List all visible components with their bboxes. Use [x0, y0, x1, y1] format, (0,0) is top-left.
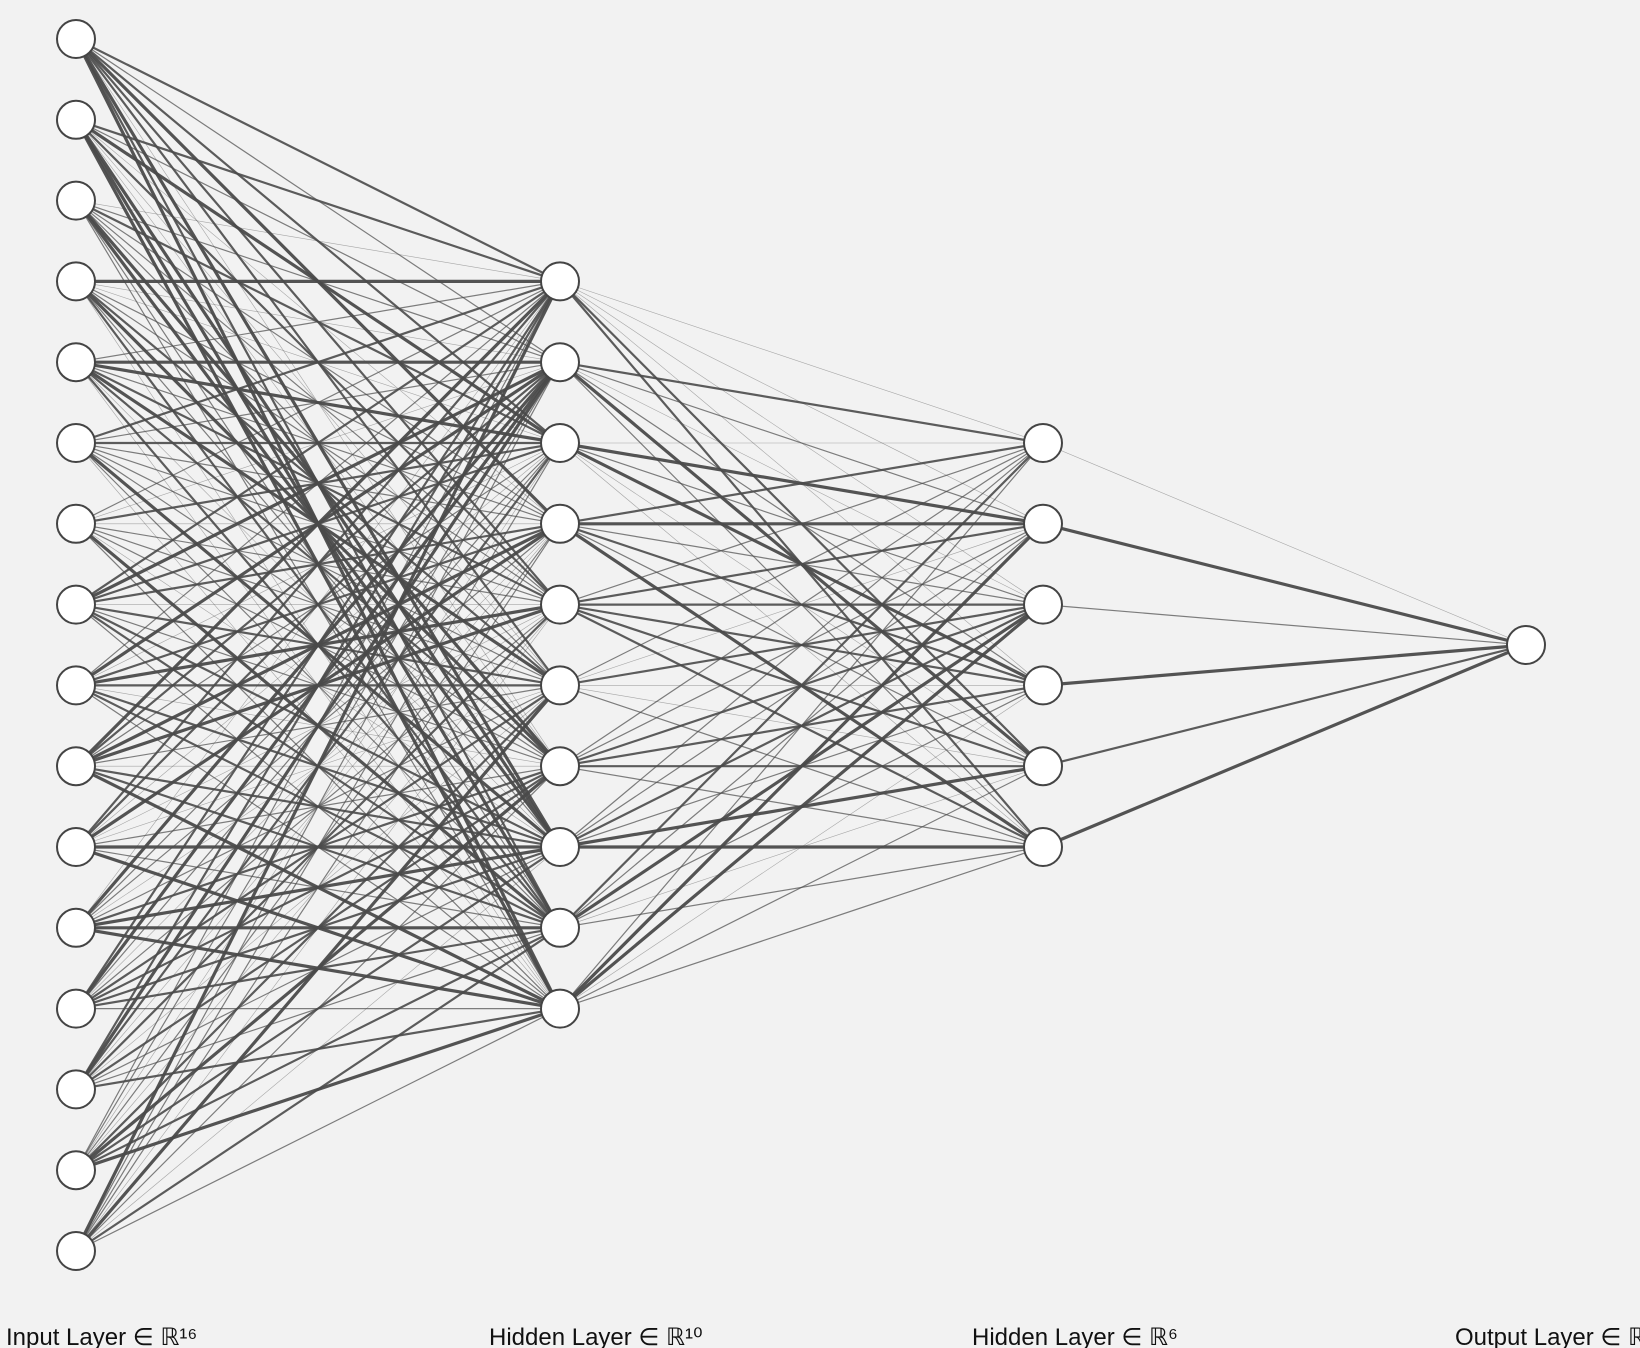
neuron-input-11: [56, 827, 96, 867]
connection-l1-16-3: [75, 442, 561, 1252]
connection-l2-10-1: [559, 442, 1044, 1010]
neuron-output-1: [1506, 625, 1546, 665]
neuron-input-16: [56, 1231, 96, 1271]
neuron-hidden-2-2: [1023, 503, 1063, 544]
connection-l2-5-1: [559, 442, 1044, 606]
neuron-hidden-1-8: [540, 827, 580, 867]
connection-l1-2-1: [74, 118, 562, 283]
neuron-input-15: [56, 1150, 96, 1191]
connection-l2-8-1: [559, 442, 1044, 848]
neuron-hidden-1-6: [540, 665, 580, 706]
neuron-input-3: [56, 180, 96, 221]
connection-l2-1-1: [559, 281, 1044, 444]
connection-l1-16-10: [75, 1007, 561, 1252]
connection-l2-10-5: [559, 765, 1044, 1010]
connection-l1-16-9: [74, 926, 562, 1253]
neuron-hidden-1-2: [540, 342, 580, 383]
connection-l1-16-8: [75, 846, 561, 1252]
neuron-input-4: [56, 261, 96, 302]
connection-l1-6-1: [74, 280, 562, 445]
neurons: [56, 19, 1546, 1271]
layer-label-hidden-2: Hidden Layer ∈ ℝ⁶: [972, 1324, 1178, 1348]
neuron-hidden-2-1: [1023, 423, 1063, 463]
connection-l2-10-3: [558, 602, 1045, 1011]
connection-l2-10-6: [559, 846, 1044, 1010]
connection-l1-1-1: [74, 37, 562, 283]
connection-l1-11-1: [74, 280, 562, 849]
neuron-hidden-1-3: [540, 423, 580, 463]
connection-l3-5-1: [1041, 643, 1528, 768]
connection-l1-8-1: [74, 280, 562, 606]
connection-l2-10-2: [558, 522, 1045, 1011]
neuron-input-13: [56, 988, 96, 1029]
neuron-input-10: [56, 746, 96, 787]
neuron-input-6: [56, 423, 96, 463]
neuron-hidden-2-6: [1023, 827, 1063, 867]
connection-l1-10-1: [74, 279, 562, 768]
connection-l3-2-1: [1041, 522, 1528, 647]
neuron-input-8: [56, 584, 96, 625]
neuron-input-14: [56, 1069, 96, 1110]
layer-labels: Input Layer ∈ ℝ¹⁶ Hidden Layer ∈ ℝ¹⁰ Hid…: [6, 1324, 1640, 1348]
neuron-input-12: [56, 907, 96, 948]
connection-l1-9-1: [75, 280, 561, 687]
connection-l1-5-1: [75, 280, 561, 363]
neuron-input-7: [56, 503, 96, 544]
connection-l1-16-6: [74, 683, 562, 1253]
connection-l3-3-1: [1042, 603, 1527, 646]
connection-l1-13-1: [74, 280, 562, 1010]
layer-label-input: Input Layer ∈ ℝ¹⁶: [6, 1324, 197, 1348]
connection-l1-12-1: [75, 281, 561, 929]
neuron-input-9: [56, 665, 96, 706]
connection-l1-15-1: [75, 280, 561, 1171]
connection-l2-10-4: [559, 685, 1044, 1009]
layer-label-output: Output Layer ∈ ℝ¹: [1455, 1324, 1640, 1348]
connection-l1-16-4: [75, 523, 561, 1252]
connection-l2-2-1: [558, 361, 1045, 445]
neuron-hidden-1-7: [540, 746, 580, 787]
connection-l2-9-1: [558, 441, 1045, 929]
connection-l1-7-1: [75, 280, 561, 525]
neuron-hidden-1-1: [540, 261, 580, 302]
connection-l2-7-1: [559, 442, 1044, 767]
layer-label-hidden-1: Hidden Layer ∈ ℝ¹⁰: [489, 1324, 703, 1348]
neuron-hidden-1-10: [540, 988, 580, 1029]
neuron-hidden-2-4: [1023, 665, 1063, 706]
neuron-hidden-1-9: [540, 907, 580, 948]
neuron-hidden-1-5: [540, 584, 580, 625]
connection-l3-4-1: [1041, 643, 1528, 688]
connection-l2-9-5: [559, 765, 1044, 929]
neuron-hidden-2-3: [1023, 584, 1063, 625]
connection-l1-3-1: [75, 200, 561, 282]
neuron-input-2: [56, 99, 96, 140]
connection-l2-4-1: [558, 441, 1045, 525]
connection-l3-6-1: [1041, 643, 1528, 849]
neuron-input-1: [56, 19, 96, 59]
connection-l1-16-7: [75, 765, 561, 1252]
connection-l1-16-5: [75, 604, 561, 1252]
connection-l1-16-2: [75, 361, 561, 1252]
neuron-input-5: [56, 342, 96, 383]
neuron-hidden-2-5: [1023, 746, 1063, 787]
connection-l1-16-1: [74, 279, 562, 1253]
connection-l1-14-1: [74, 280, 562, 1091]
connections: [74, 37, 1528, 1253]
neuron-hidden-1-4: [540, 503, 580, 544]
connection-l2-6-1: [559, 442, 1044, 687]
connection-l3-1-1: [1042, 442, 1527, 646]
